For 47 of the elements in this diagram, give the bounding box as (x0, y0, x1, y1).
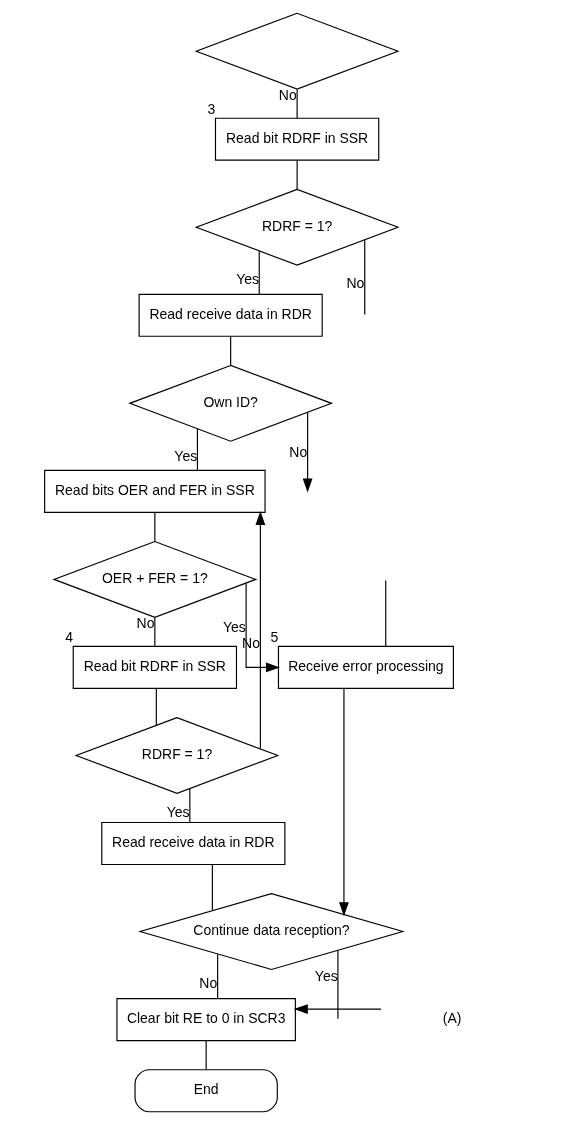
node-box: Clear bit RE to 0 in SCR3 (116, 998, 296, 1042)
edge-label: Yes (236, 270, 259, 287)
edge-label: Yes (166, 803, 190, 820)
connector (154, 617, 156, 647)
node-text: (A) (442, 1010, 462, 1027)
connector (154, 512, 156, 543)
node-label: 3 (207, 101, 216, 118)
node-box: Read receive data in RDR (138, 293, 323, 337)
node-label: 4 (65, 629, 74, 646)
connector (211, 864, 213, 912)
arrow (302, 411, 313, 493)
connector (296, 159, 298, 190)
node-diamond: Continue data reception? (138, 893, 405, 971)
node-diamond: Own ID? (128, 364, 334, 442)
edge-label: No (136, 615, 155, 632)
edge-label: Yes (174, 447, 198, 464)
node-box: End (134, 1069, 278, 1113)
connector (337, 950, 339, 1020)
arrow (339, 688, 349, 917)
connector (258, 250, 260, 295)
node-box: Receive error processing (277, 645, 454, 690)
connector (385, 579, 387, 647)
edge-label: No (346, 275, 365, 292)
connector (230, 336, 232, 366)
connector (296, 88, 298, 119)
node-box: Read receive data in RDR (101, 821, 286, 866)
node-box: Read bits OER and FER in SSR (44, 469, 266, 513)
node-diamond: RDRF = 1? (194, 188, 400, 266)
arrow (293, 1004, 382, 1014)
node-diamond: RDRF = 1? (74, 716, 280, 794)
edge-label: No (289, 443, 308, 460)
node-diamond (194, 12, 400, 90)
node-diamond: OER + FER = 1? (52, 540, 258, 618)
connector (196, 428, 198, 471)
arrow (245, 582, 280, 673)
edge-label: Yes (223, 618, 246, 635)
connector (364, 239, 366, 315)
node-box: Read bit RDRF in SSR (72, 645, 238, 690)
node-box: Read bit RDRF in SSR (214, 117, 380, 161)
connector (205, 1040, 207, 1070)
connector (217, 953, 219, 1000)
node-label: 5 (270, 629, 279, 646)
edge-label: No (199, 974, 218, 991)
arrow (255, 510, 266, 749)
connector (189, 788, 191, 824)
connector (155, 688, 157, 726)
edge-label: No (278, 86, 297, 103)
